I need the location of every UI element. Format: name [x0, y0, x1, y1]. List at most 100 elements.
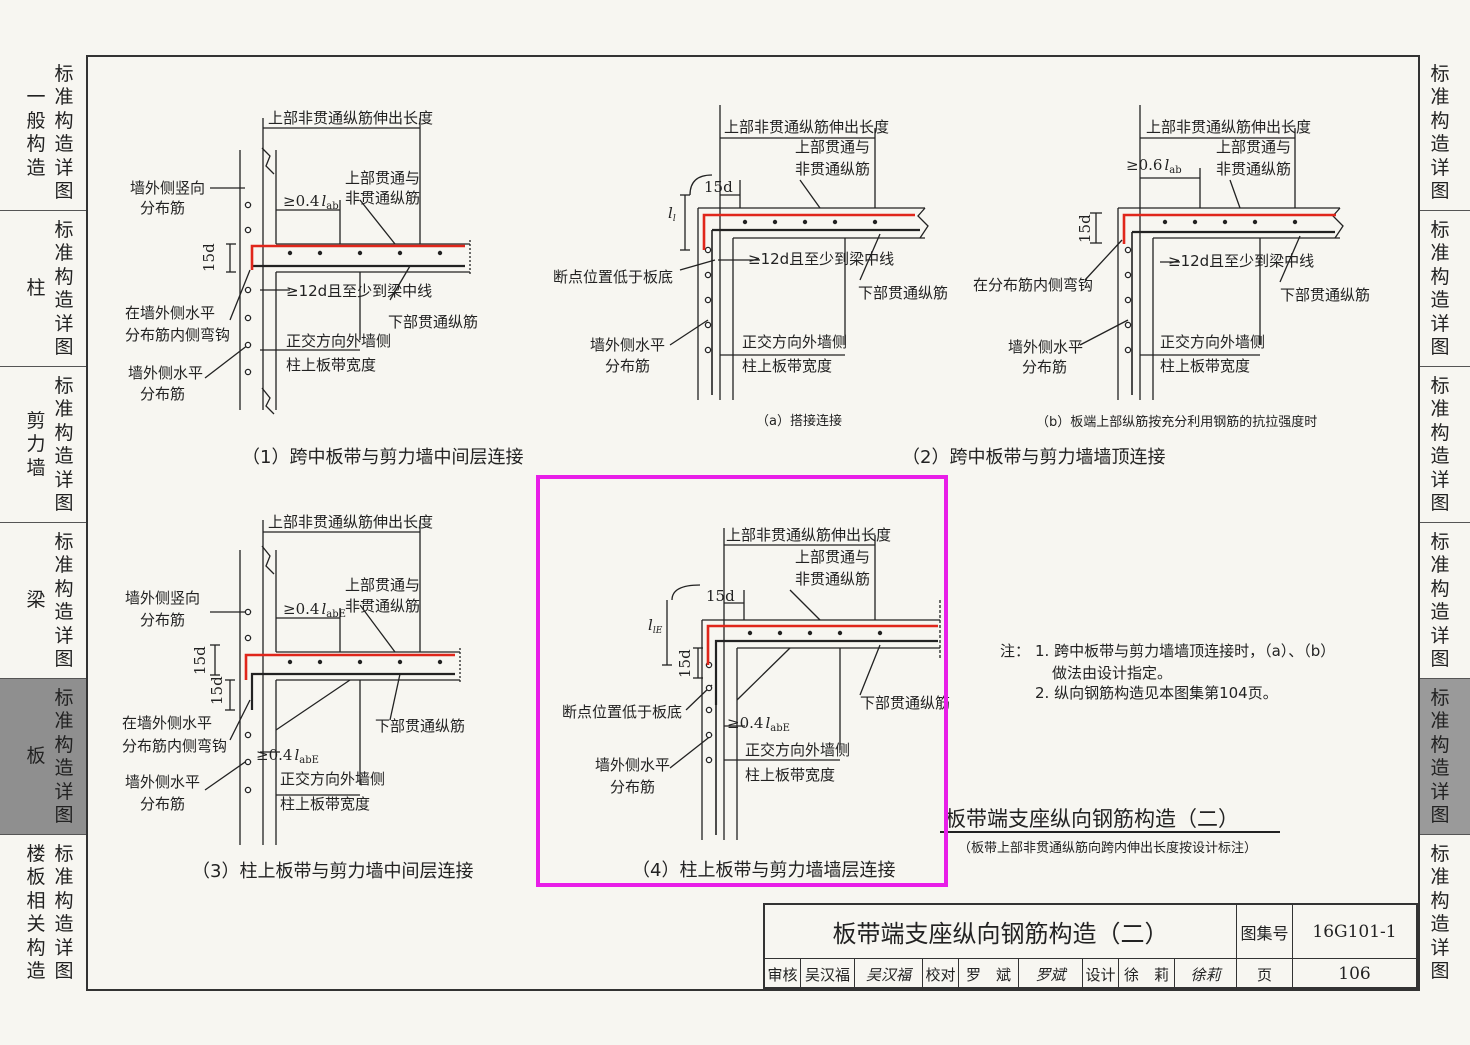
tab-char: 图	[54, 648, 74, 670]
d1-d12: ≥12d且至少到梁中线	[286, 282, 432, 300]
d2b-bend: 15d	[1076, 214, 1094, 243]
tab-beam[interactable]: 梁 标准构造详图	[0, 523, 86, 679]
right-tab-3-label: 标准构造详图	[1428, 367, 1452, 523]
d3-horiz: 墙外侧水平	[125, 773, 200, 791]
d2b-horiz2: 分布筋	[1022, 358, 1067, 376]
diagram-4-top-bar	[706, 624, 938, 665]
diagram-4-top-dots	[747, 630, 883, 636]
d2-caption: （2）跨中板带与剪力墙墙顶连接	[902, 447, 1165, 468]
check-signature: 罗斌	[1019, 959, 1083, 989]
d3-upper-bars2: 非贯通纵筋	[345, 597, 420, 615]
tab-slab-label: 板	[24, 679, 48, 835]
tab-general[interactable]: 一般构造 标准构造详图	[0, 55, 86, 211]
tab-char: 详	[54, 312, 74, 335]
diagram-3	[204, 520, 461, 845]
d2a-ortho2: 柱上板带宽度	[742, 357, 832, 375]
tab-char: 准	[54, 398, 74, 420]
d4-bottom: 下部贯通纵筋	[860, 694, 950, 712]
notes-label: 注：	[1000, 642, 1030, 660]
tab-char: 图	[54, 336, 74, 358]
tab-char: 造	[1430, 601, 1450, 623]
tab-char: 构	[54, 889, 74, 912]
tab-floor-related-sub: 标准构造详图	[52, 835, 76, 991]
tab-char: 准	[54, 242, 74, 264]
check-name: 罗 斌	[959, 959, 1019, 989]
right-tab-3[interactable]: 标准构造详图	[1420, 367, 1470, 523]
tab-char: 详	[54, 936, 74, 959]
tab-char: 力	[26, 433, 46, 456]
d4-bend2: 15d	[676, 649, 694, 678]
tab-shear-wall-sub: 标准构造详图	[52, 367, 76, 523]
tab-char: 板	[26, 745, 46, 768]
d4-ll-sub: lE	[653, 626, 663, 636]
tab-char: 般	[26, 109, 46, 132]
right-tab-1[interactable]: 标准构造详图	[1420, 55, 1470, 211]
tab-char: 图	[54, 960, 74, 982]
right-tab-5-label: 标准构造详图	[1428, 679, 1452, 835]
review-name: 吴汉福	[801, 959, 855, 989]
right-tab-5[interactable]: 标准构造详图	[1420, 679, 1470, 835]
notes-line3: 2. 纵向钢筋构造见本图集第104页。	[1035, 684, 1278, 702]
tab-general-sub: 标准构造详图	[52, 55, 76, 211]
d4-anchor-value: ≥0.4	[727, 714, 763, 732]
tab-char: 详	[54, 468, 74, 491]
tab-slab[interactable]: 板 标准构造详图	[0, 679, 86, 835]
d2a-d12: ≥12d且至少到梁中线	[748, 250, 894, 268]
right-tab-6[interactable]: 标准构造详图	[1420, 835, 1470, 991]
tab-floor-related[interactable]: 楼板相关构造 标准构造详图	[0, 835, 86, 991]
notes-line2: 做法由设计指定。	[1052, 664, 1172, 682]
right-tab-2-label: 标准构造详图	[1428, 211, 1452, 367]
tab-char: 图	[1430, 960, 1450, 982]
d4-anchor-sub: abE	[770, 723, 790, 734]
d1-hook2: 分布筋内侧弯钩	[125, 326, 230, 344]
tab-char: 造	[54, 757, 74, 779]
title-block-title: 板带端支座纵向钢筋构造（二）	[765, 905, 1237, 959]
d4-top-dim: 上部非贯通纵筋伸出长度	[726, 526, 891, 544]
d3-top-dim: 上部非贯通纵筋伸出长度	[268, 513, 433, 531]
diagram-3-top-dots	[287, 659, 443, 665]
tab-shear-wall[interactable]: 剪力墙 标准构造详图	[0, 367, 86, 523]
d3-caption: （3）柱上板带与剪力墙中间层连接	[192, 861, 473, 882]
notes-line1: 1. 跨中板带与剪力墙墙顶连接时，（a）、（b）	[1035, 642, 1335, 660]
diagram-2b-top-dots	[1162, 219, 1298, 225]
d2b-ortho2: 柱上板带宽度	[1160, 357, 1250, 375]
tab-char: 造	[54, 913, 74, 935]
tab-char: 构	[26, 133, 46, 155]
tab-char: 造	[54, 601, 74, 623]
d3-anchor-l: l	[321, 600, 326, 618]
tab-char: 图	[54, 492, 74, 514]
right-tab-strip: 标准构造详图 标准构造详图 标准构造详图 标准构造详图 标准构造详图 标准构造详…	[1418, 55, 1470, 991]
right-tab-2[interactable]: 标准构造详图	[1420, 211, 1470, 367]
right-tab-4[interactable]: 标准构造详图	[1420, 523, 1470, 679]
diagram-1-top-dots	[287, 250, 443, 256]
tab-floor-related-label: 楼板相关构造	[24, 835, 48, 991]
tab-char: 详	[54, 780, 74, 803]
tab-general-label: 一般构造	[24, 55, 48, 211]
d3-hook: 在墙外侧水平	[122, 714, 212, 732]
title-block: 板带端支座纵向钢筋构造（二） 图集号 16G101-1 审核 吴汉福 吴汉福 校…	[763, 903, 1418, 989]
d2b-bottom: 下部贯通纵筋	[1280, 286, 1370, 304]
d2b-upper-bars2: 非贯通纵筋	[1216, 160, 1291, 178]
d1-upper-bars: 上部贯通与	[345, 169, 420, 187]
atlas-number: 16G101-1	[1293, 905, 1416, 959]
tab-char: 造	[54, 289, 74, 311]
tab-char: 构	[1430, 577, 1450, 600]
tab-char: 造	[1430, 913, 1450, 935]
section-subtitle: （板带上部非贯通纵筋向跨内伸出长度按设计标注）	[958, 840, 1257, 856]
tab-char: 标	[1430, 374, 1450, 397]
d3-bend1: 15d	[191, 646, 209, 675]
tab-char: 造	[26, 960, 46, 982]
tab-char: 构	[1430, 733, 1450, 756]
tab-char: 标	[54, 374, 74, 397]
tab-char: 造	[54, 445, 74, 467]
tab-char: 构	[54, 265, 74, 288]
review-label: 审核	[765, 959, 801, 989]
d1-bottom: 下部贯通纵筋	[388, 313, 478, 331]
page-label: 页	[1237, 959, 1293, 989]
d2b-top-dim: 上部非贯通纵筋伸出长度	[1146, 118, 1311, 136]
tab-column[interactable]: 柱 标准构造详图	[0, 211, 86, 367]
d3-anchor-value: ≥0.4	[283, 600, 319, 618]
